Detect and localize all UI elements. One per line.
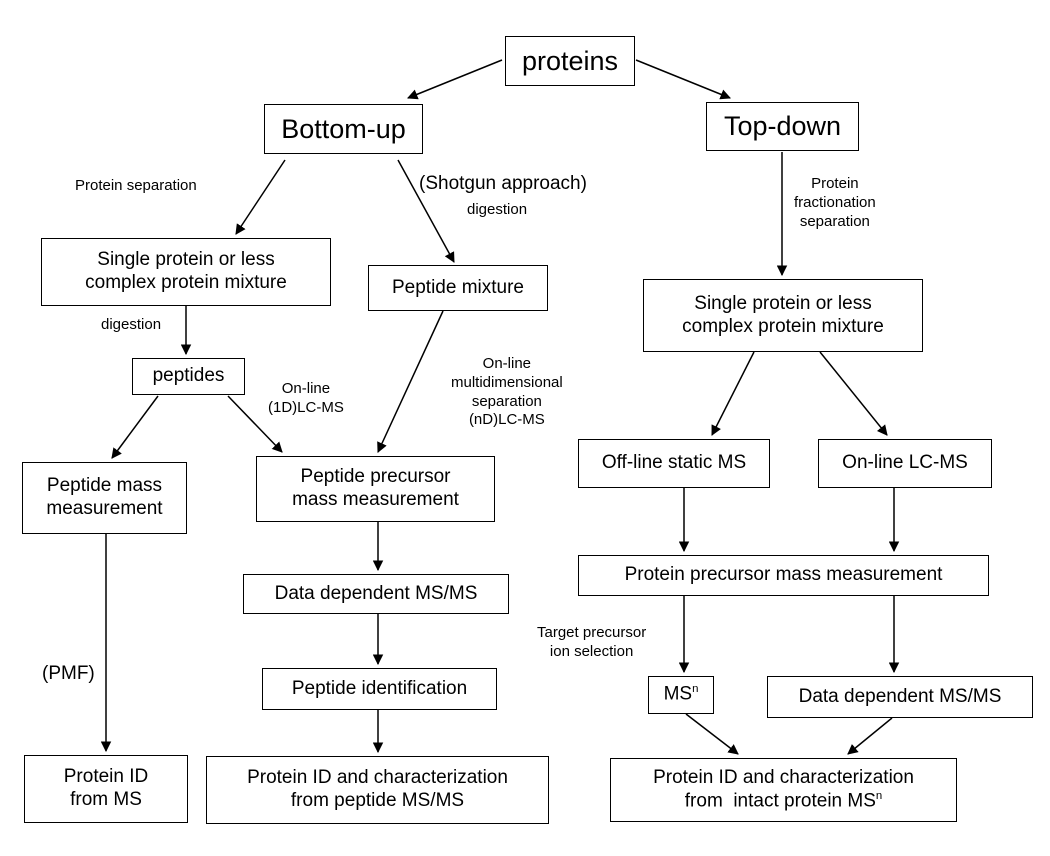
label-digestion-shotgun: digestion bbox=[467, 201, 528, 218]
node-online-lcms: On-line LC-MS bbox=[818, 439, 992, 488]
edge-peptidemixture-precursor bbox=[377, 310, 444, 453]
label-pmf: (PMF) bbox=[42, 663, 95, 684]
node-offline-static-ms: Off-line static MS bbox=[578, 439, 770, 488]
label-protein-fractionation: Protein fractionation separation bbox=[794, 175, 876, 230]
label-target-precursor: Target precursor ion selection bbox=[537, 624, 647, 660]
node-protein-id-intact: Protein ID and characterization from int… bbox=[610, 758, 957, 822]
edge-msn-proteinid bbox=[685, 713, 739, 755]
edge-bottomup-singleprotein bbox=[235, 159, 286, 235]
node-td-single-protein: Single protein or less complex protein m… bbox=[643, 279, 923, 352]
edge-singleprotein-online bbox=[819, 351, 888, 436]
node-td-data-dependent: Data dependent MS/MS bbox=[767, 676, 1033, 718]
node-bu-data-dependent: Data dependent MS/MS bbox=[243, 574, 509, 614]
node-peptide-mass-measurement: Peptide mass measurement bbox=[22, 462, 187, 534]
label-protein-separation: Protein separation bbox=[75, 177, 197, 194]
node-peptide-mixture: Peptide mixture bbox=[368, 265, 548, 311]
edge-singleprotein-offline bbox=[711, 351, 755, 436]
label-shotgun-approach: (Shotgun approach) bbox=[419, 173, 587, 194]
edge-peptides-peptidemass bbox=[111, 395, 159, 459]
node-bu-single-protein: Single protein or less complex protein m… bbox=[41, 238, 331, 306]
node-bottom-up: Bottom-up bbox=[264, 104, 423, 154]
node-protein-id-ms: Protein ID from MS bbox=[24, 755, 188, 823]
node-top-down: Top-down bbox=[706, 102, 859, 151]
edge-proteins-topdown bbox=[635, 59, 731, 100]
node-peptide-identification: Peptide identification bbox=[262, 668, 497, 710]
node-protein-id-peptide: Protein ID and characterization from pep… bbox=[206, 756, 549, 824]
node-peptides: peptides bbox=[132, 358, 245, 395]
label-online-1d: On-line (1D)LC-MS bbox=[268, 380, 344, 416]
node-protein-precursor: Protein precursor mass measurement bbox=[578, 555, 989, 596]
edge-datadependent-proteinid bbox=[847, 717, 893, 755]
node-msn: MSn bbox=[648, 676, 714, 714]
edge-peptides-precursor bbox=[227, 395, 283, 453]
edge-bottomup-peptidemixture bbox=[397, 159, 455, 263]
node-peptide-precursor: Peptide precursor mass measurement bbox=[256, 456, 495, 522]
label-online-nd: On-line multidimensional separation (nD)… bbox=[451, 355, 563, 429]
node-proteins: proteins bbox=[505, 36, 635, 86]
edge-proteins-bottomup bbox=[407, 59, 503, 100]
label-digestion-left: digestion bbox=[101, 316, 162, 333]
